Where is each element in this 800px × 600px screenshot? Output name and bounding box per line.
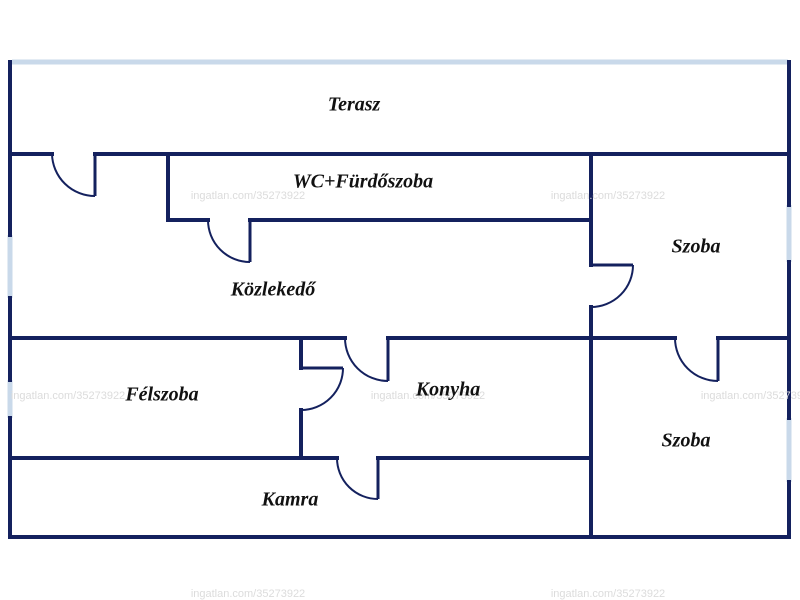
room-label-szoba-bottom: Szoba xyxy=(661,429,711,452)
door-wc xyxy=(207,219,252,263)
door-terrace xyxy=(51,153,97,197)
door-felszoba xyxy=(300,366,344,411)
room-label-szoba-top: Szoba xyxy=(671,235,721,258)
watermark-2: ingatlan.com/35273922 xyxy=(550,190,666,202)
door-szoba-bottom xyxy=(674,337,720,382)
door-szoba-top xyxy=(590,263,634,308)
room-label-terasz: Terasz xyxy=(327,93,381,116)
watermark-5: ingatlan.com/35273922 xyxy=(700,390,800,402)
room-label-kozlekedo: Közlekedő xyxy=(230,278,316,301)
watermark-6: ingatlan.com/35273922 xyxy=(190,588,306,600)
watermark-1: ingatlan.com/35273922 xyxy=(190,190,306,202)
door-konyha xyxy=(344,337,390,382)
room-label-konyha: Konyha xyxy=(415,378,481,401)
room-label-kamra: Kamra xyxy=(261,488,319,511)
watermark-7: ingatlan.com/35273922 xyxy=(550,588,666,600)
door-kamra xyxy=(336,457,380,500)
watermark-4: ingatlan.com/35273922 xyxy=(370,390,486,402)
room-label-wc: WC+Fürdőszoba xyxy=(292,170,434,193)
watermark-3: ingatlan.com/35273922 xyxy=(10,390,126,402)
room-label-felszoba: Félszoba xyxy=(125,383,199,406)
